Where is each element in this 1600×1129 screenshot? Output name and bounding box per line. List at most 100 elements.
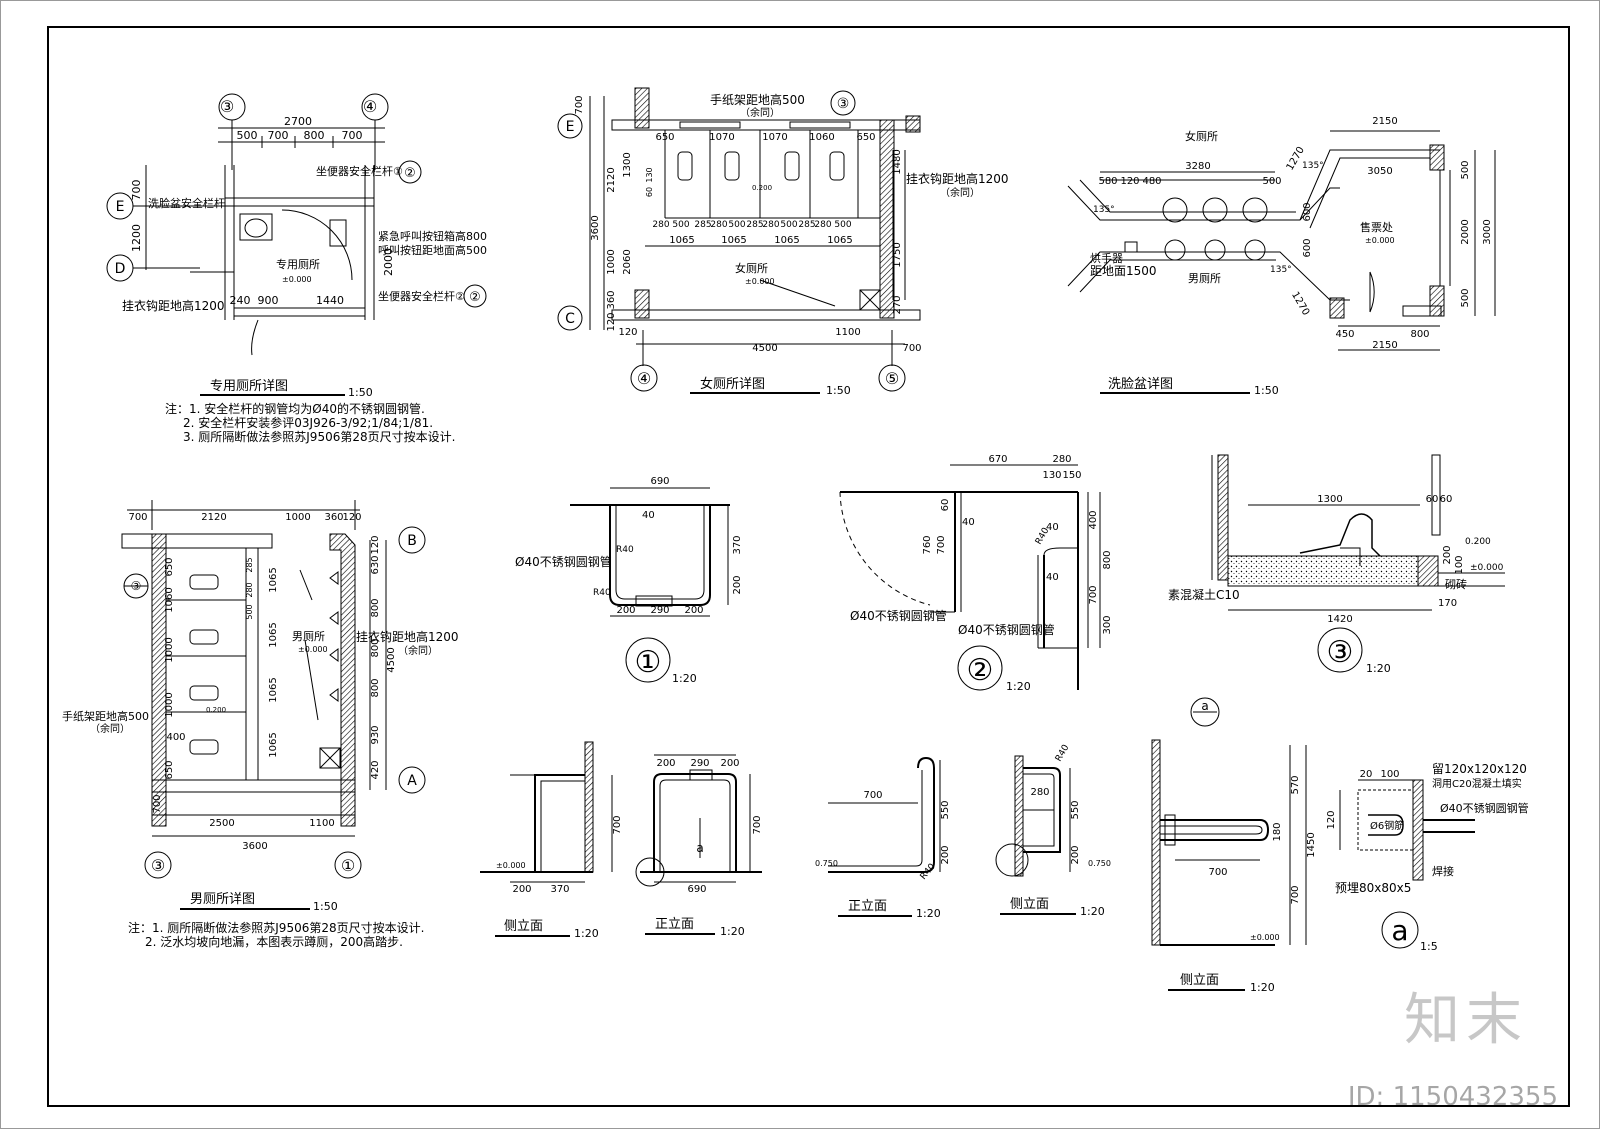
women-axis-3: ③ [837,96,850,112]
women-dim-120b: 120 [618,327,637,338]
d2-dim-700: 700 [936,535,947,554]
d1-number: ① [635,645,662,680]
women-dim-120: 120 [606,312,617,331]
d1-dim-40: 40 [642,510,655,521]
private-note-3: 3. 厕所隔断做法参照苏J9506第28页尺寸按本设计. [183,429,455,444]
men-dim-800b: 800 [370,638,381,657]
axis-bubble-3-women [830,90,856,116]
men-axis-1: ① [341,856,355,875]
wb-dim-480: 480 [1142,176,1161,187]
wb-dim-500c: 500 [1460,288,1471,307]
d2-number: ② [967,653,994,688]
women-dim-1065d: 1065 [827,235,852,246]
private-scale: 1:50 [348,386,373,399]
sb-dim-550: 550 [1070,800,1081,819]
dim-700: 700 [268,129,289,142]
wb-dim-3000: 3000 [1482,219,1493,244]
d3-scale: 1:20 [1366,662,1391,675]
private-note-2: 2. 安全栏杆安装参评03J926-3/92;1/84;1/81. [183,415,433,430]
front-elevation-a-text: 200 290 200 700 690 a 正立面 1:20 [645,758,763,938]
women-dim-285a: 285 [694,220,711,230]
side-elevation-a-text: 700 200 370 ±0.000 侧立面 1:20 [495,815,623,940]
dim-700b: 700 [342,129,363,142]
wb-women-label: 女厕所 [1185,129,1218,143]
women-axis-5: ⑤ [885,369,899,388]
axis-D-label: D [115,261,126,277]
women-dim-1070a: 1070 [709,132,734,143]
men-dim-1065b: 1065 [268,622,279,647]
basin-rail-label: 洗脸盆安全栏杆 [148,196,225,210]
women-dim-4500: 4500 [752,343,777,354]
dim-1440: 1440 [316,294,344,307]
d3-dim-100: 100 [1454,555,1465,574]
front-a-detail-bubble [635,857,665,887]
d2-dim-670: 670 [988,454,1007,465]
men-same-label: （余同） [398,644,438,657]
seat-rail-2-label: 坐便器安全栏杆② [378,289,465,303]
women-level: ±0.000 [745,277,775,286]
men-dim-800c: 800 [370,678,381,697]
wb-dim-500b: 500 [1460,160,1471,179]
men-step: 0.200 [206,706,226,714]
d2-dim-280: 280 [1052,454,1071,465]
wb-angle-3: 135° [1270,265,1292,275]
axis-bubble-B [398,526,426,554]
wb-dim-2150b: 2150 [1372,340,1397,351]
women-dim-1065a: 1065 [669,235,694,246]
wb-dim-500a: 500 [1262,176,1281,187]
women-dim-270: 270 [892,295,903,314]
men-axis-3: ③ [151,856,165,875]
men-dim-420: 420 [370,760,381,779]
sb-r40: R40 [1054,743,1072,764]
women-step: 0.200 [752,184,772,192]
women-dim-280d: 280 [814,220,831,230]
d2-dim-40c: 40 [1046,522,1059,533]
fb-title: 正立面 [848,899,887,914]
fa-ref-a: a [696,841,703,855]
women-dim-700b: 700 [902,343,921,354]
men-room-label: 男厕所 [292,630,325,643]
wb-dim-3280: 3280 [1185,161,1210,172]
men-axis-A: A [407,773,417,789]
men-dim-1065a: 1065 [268,567,279,592]
detail-a-section [1339,779,1475,949]
detail-a-text: 20 100 120 留120x120x120 洞用C20混凝土填实 Ø40不锈… [1326,762,1529,953]
call-button-label: 紧急呼叫按钮箱高800 [378,229,487,243]
men-dim-1065c: 1065 [268,677,279,702]
detail-1-rail [570,487,730,683]
sa-title: 侧立面 [504,919,543,934]
side-b-detail-bubble [995,843,1029,877]
men-dim-700b: 700 [152,794,163,813]
men-dim-1000a: 1000 [164,637,175,662]
private-note-1: 注：1. 安全栏杆的钢管均为Ø40的不锈钢圆钢管. [165,401,425,416]
axis-3-label: ③ [220,97,234,116]
wb-dim-800: 800 [1410,329,1429,340]
women-dim-1750: 1750 [892,242,903,267]
dim-240: 240 [230,294,251,307]
women-dim-280b: 280 [710,220,727,230]
women-dim-280c: 280 [762,220,779,230]
men-dim-1000b: 1000 [164,692,175,717]
sa-level: ±0.000 [496,861,526,870]
dim-1200: 1200 [130,224,143,252]
women-toilet-plan [557,87,921,392]
women-hook-label: 挂衣钩距地高1200 [906,171,1009,186]
fa-dim-700: 700 [752,815,763,834]
men-dim-4500: 4500 [386,647,397,672]
detail-2-text: 670 280 130 150 60 40 760 700 40 400 800… [850,454,1113,693]
women-axis-C: C [565,311,575,327]
men-detail-ref-3: ③ [131,579,142,593]
rail-bubble-2-top [398,160,422,184]
da-dim-20: 20 [1360,769,1373,780]
dim-2000: 2000 [382,248,395,276]
side-elevation-b [995,755,1071,877]
women-dim-1065c: 1065 [774,235,799,246]
men-hook-label: 挂衣钩距地高1200 [356,629,459,644]
detail-a-bubble [1381,911,1419,949]
men-dim-1100: 1100 [309,818,334,829]
wb-title: 洗脸盆详图 [1108,377,1173,392]
women-dim-650b: 650 [856,132,875,143]
wb-dim-120: 120 [1120,176,1139,187]
sc-dim-700b: 700 [1290,885,1301,904]
front-elevation-b-text: 700 550 200 0.750 R40 正立面 1:20 [815,790,951,920]
